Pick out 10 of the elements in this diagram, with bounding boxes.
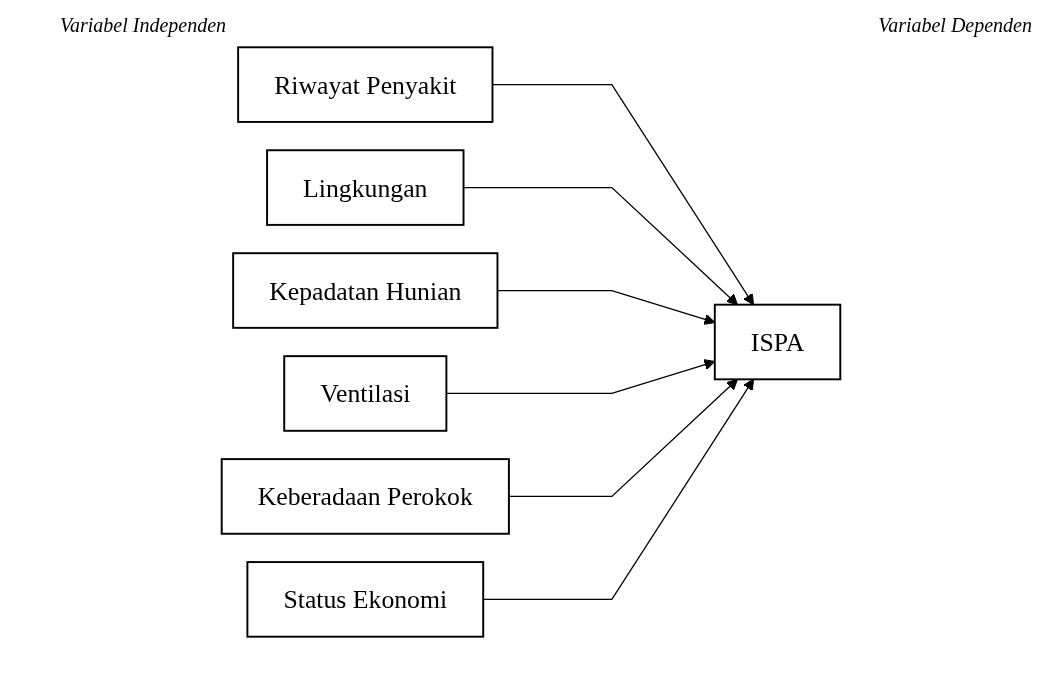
node-box: Riwayat Penyakit — [237, 46, 494, 123]
node-box: Keberadaan Perokok — [220, 458, 510, 535]
heading-label: Variabel Independen — [60, 14, 227, 37]
node-box: ISPA — [713, 303, 842, 381]
node-box: Lingkungan — [266, 149, 465, 226]
node-box: Ventilasi — [283, 355, 448, 432]
node-box: Kepadatan Hunian — [232, 252, 499, 329]
node-box: Status Ekonomi — [246, 561, 485, 638]
arrow — [508, 378, 738, 498]
heading-label: Variabel Dependen — [878, 14, 1032, 37]
